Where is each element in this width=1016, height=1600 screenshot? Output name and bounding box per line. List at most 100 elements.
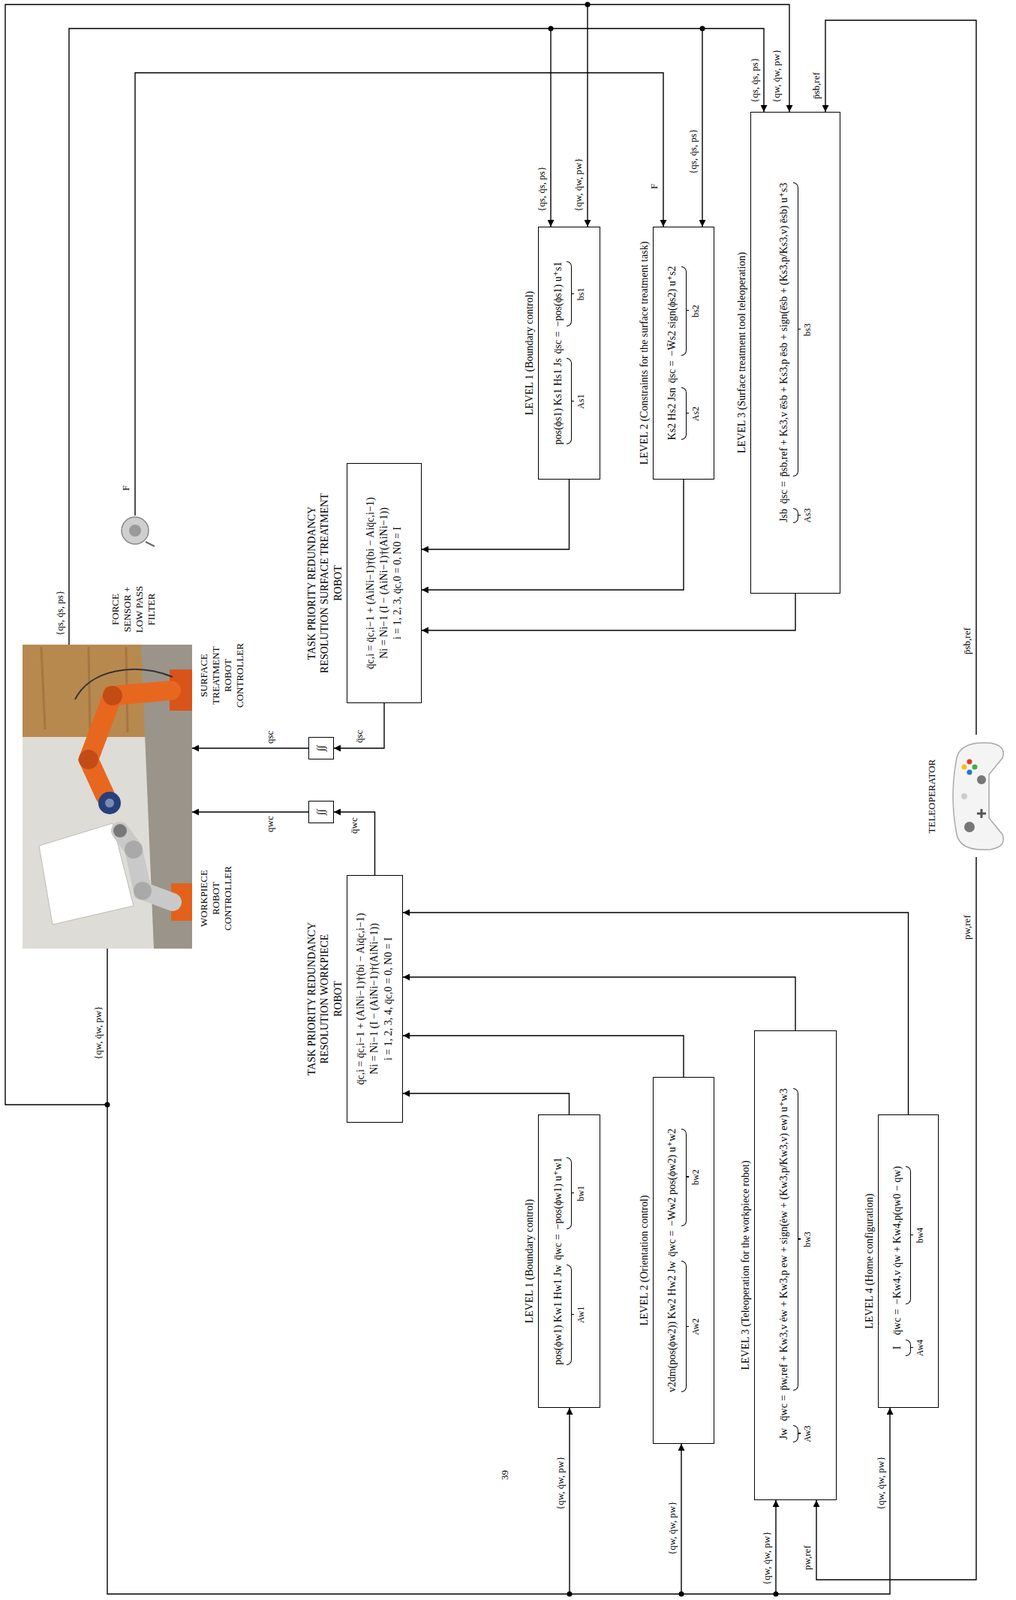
equation-group: −W̄s2 sign(ϕs2) u⁺s2 bs2 <box>665 266 702 357</box>
equation-line: q̈c,i = q̈c,i−1 + (AiNi−1)†(bi − Aiq̈c,i… <box>363 497 378 670</box>
equation-group: −Kw4,v q̇w + Kw4,p(qw0 − qw)bw4 <box>890 1166 927 1305</box>
command-wire <box>192 811 309 812</box>
box-heading: LEVEL 2 (Constraints for the surface tre… <box>637 241 652 466</box>
equation-group: v2dm(pos(ϕw2)) Kw2 Hw2 Jw Aw2 <box>665 1260 702 1392</box>
task-level-box: LEVEL 2 (Constraints for the surface tre… <box>652 226 715 480</box>
gamepad-dpad <box>976 808 986 818</box>
connector-label: q̈sc <box>353 728 366 745</box>
task-priority-box: TASK PRIORITY REDUNDANCY RESOLUTION WORK… <box>346 874 403 1123</box>
equation-group: p̈w,ref + Kw3,v ėw + Kw3,p ew + sign(ė… <box>777 1088 814 1390</box>
equation: pos(ϕw1) Kw1 Hw1 JwAw1q̈wc =−pos(ϕw1) u⁺… <box>551 1157 588 1365</box>
underbrace <box>566 1264 572 1365</box>
underbrace <box>793 508 799 523</box>
connector-arrow <box>421 479 570 550</box>
signal-label: {qw, q̇w, pw} <box>760 1531 773 1585</box>
equation-term: v2dm(pos(ϕw2)) Kw2 Hw2 Jw <box>665 1260 680 1392</box>
box-heading: LEVEL 1 (Boundary control) <box>523 291 537 416</box>
gamepad-button <box>972 764 978 770</box>
workpiece-robot-arm <box>120 830 173 902</box>
signal-wire <box>550 28 551 227</box>
equation-term: q̈wc = <box>551 1233 566 1260</box>
reference-wire <box>816 856 977 1580</box>
equation-term: p̄̈sb,ref + Ks3,v ē̇sb + Ks3,p ēsb + s… <box>777 182 792 477</box>
signal-label: {qs, q̇s, ps} <box>687 129 700 175</box>
signal-label: {qw, q̇w, pw} <box>770 49 783 103</box>
task-level-box: LEVEL 3 (Teleoperation for the workpiece… <box>754 1030 837 1500</box>
robot-joint <box>102 685 123 706</box>
signal-label: {qw, q̇w, pw} <box>874 1456 887 1510</box>
equation-line: i = 1, 2, 3, q̈c,0 = 0, N0 = I <box>390 526 405 640</box>
brace-label: bs2 <box>690 304 702 318</box>
connector-arrow <box>333 703 385 749</box>
signal-label: {qs, q̇s, ps} <box>748 57 761 103</box>
equation-group: pos(ϕs1) Ks1 Hs1 JsAs1 <box>551 357 588 445</box>
underbrace <box>681 266 687 357</box>
equation-group: JwAw3 <box>777 1424 814 1442</box>
gamepad-stick <box>964 821 975 833</box>
signal-label: pw,ref <box>801 1545 814 1570</box>
task-priority-box: TASK PRIORITY REDUNDANCY RESOLUTION SURF… <box>346 462 422 704</box>
gamepad-button <box>967 769 973 776</box>
integrator-box: ∫∫ <box>308 800 334 824</box>
box-heading: LEVEL 3 (Teleoperation for the workpiece… <box>739 1160 753 1370</box>
brace-label: bw2 <box>690 1169 702 1185</box>
equation: pos(ϕs1) Ks1 Hs1 JsAs1 q̈sc = −pos(ϕs1) u⁺… <box>551 261 588 445</box>
brace-label: Aw4 <box>914 1339 926 1356</box>
equation-group: IAw4 <box>890 1339 927 1356</box>
equation-term: pos(ϕw1) Kw1 Hw1 Jw <box>551 1264 566 1365</box>
equation-line: q̈c,i = q̈c,i−1 + (AiNi−1)†(bi − Aiq̈c,i… <box>354 913 368 1086</box>
equation-group: −pos(ϕs1) u⁺s1bs1 <box>551 261 588 328</box>
signal-label: SURFACE TREATMENT ROBOT CONTROLLER <box>198 634 247 717</box>
integrator-symbol: ∫∫ <box>315 745 328 752</box>
signal-label: {qw, q̇w, pw} <box>92 1006 105 1060</box>
force-sensor-icon <box>121 517 155 547</box>
signal-wires <box>5 4 977 1594</box>
underbrace <box>793 1424 799 1442</box>
task-level-box: LEVEL 1 (Boundary control)pos(ϕw1) Kw1 H… <box>538 1114 601 1408</box>
signal-wire <box>701 28 703 227</box>
equation-line: Ni = Ni−1 (I − (AiNi−1)†(AiNi−1)) <box>367 922 382 1075</box>
equation-term: Jw <box>777 1427 792 1440</box>
gamepad-button <box>967 759 973 765</box>
brace-label: bw1 <box>575 1185 587 1202</box>
box-heading: TASK PRIORITY REDUNDANCY RESOLUTION SURF… <box>305 492 346 674</box>
signal-label: {qs, q̇s, ps} <box>535 166 548 212</box>
underbrace <box>793 1088 799 1390</box>
equation-term: q̈sc = <box>551 330 566 354</box>
robot-joint <box>133 881 152 900</box>
task-level-box: LEVEL 1 (Boundary control)pos(ϕs1) Ks1 H… <box>538 226 601 480</box>
wood-grain <box>41 646 128 733</box>
brace-label: Aw2 <box>690 1318 702 1335</box>
underbrace <box>566 357 572 445</box>
underbrace <box>681 1128 687 1227</box>
robot-photo <box>22 644 193 949</box>
junction-dot <box>679 1591 685 1597</box>
integrator-box: ∫∫ <box>308 736 334 760</box>
equation-term: −pos(ϕw1) u⁺w1 <box>551 1157 566 1230</box>
signal-label: p̄sb,ref <box>810 72 823 100</box>
robot-joint <box>78 749 99 770</box>
gamepad-stick <box>976 775 986 785</box>
equation-line: i = 1, 2, 3, 4, q̈c,0 = 0, N0 = I <box>381 937 396 1061</box>
box-heading: TASK PRIORITY REDUNDANCY RESOLUTION WORK… <box>305 916 346 1082</box>
signal-label: pw,ref <box>961 914 974 940</box>
brace-label: As3 <box>802 508 814 523</box>
signal-label: {qw, q̇w, pw} <box>666 1501 679 1555</box>
underbrace <box>681 1260 687 1392</box>
box-heading: LEVEL 4 (Home configuration) <box>862 1193 877 1329</box>
equation-term: p̈w,ref + Kw3,v ėw + Kw3,p ew + sign(ė… <box>777 1088 792 1390</box>
brace-label: bs3 <box>802 323 814 337</box>
junction-dot <box>567 1591 573 1597</box>
junction-dot <box>585 2 591 8</box>
signal-label: FORCE SENSOR + LOW PASS FILTER <box>109 575 158 644</box>
junction-dot <box>548 26 554 32</box>
sensor-cable <box>145 541 155 547</box>
equation-group: JsbAs3 <box>777 508 814 523</box>
equation: IAw4q̈wc =−Kw4,v q̇w + Kw4,p(qw0 − qw)bw… <box>890 1166 927 1356</box>
signal-label: WORKPIECE ROBOT CONTROLLER <box>198 853 235 944</box>
equation-term: −W̄s2 sign(ϕs2) u⁺s2 <box>665 266 680 357</box>
gamepad-button <box>961 793 968 800</box>
equation-group: −Ww2 pos(ϕw2) u⁺w2bw2 <box>665 1128 702 1227</box>
brace-label: As2 <box>690 406 702 421</box>
connector-arrow <box>402 1035 684 1077</box>
